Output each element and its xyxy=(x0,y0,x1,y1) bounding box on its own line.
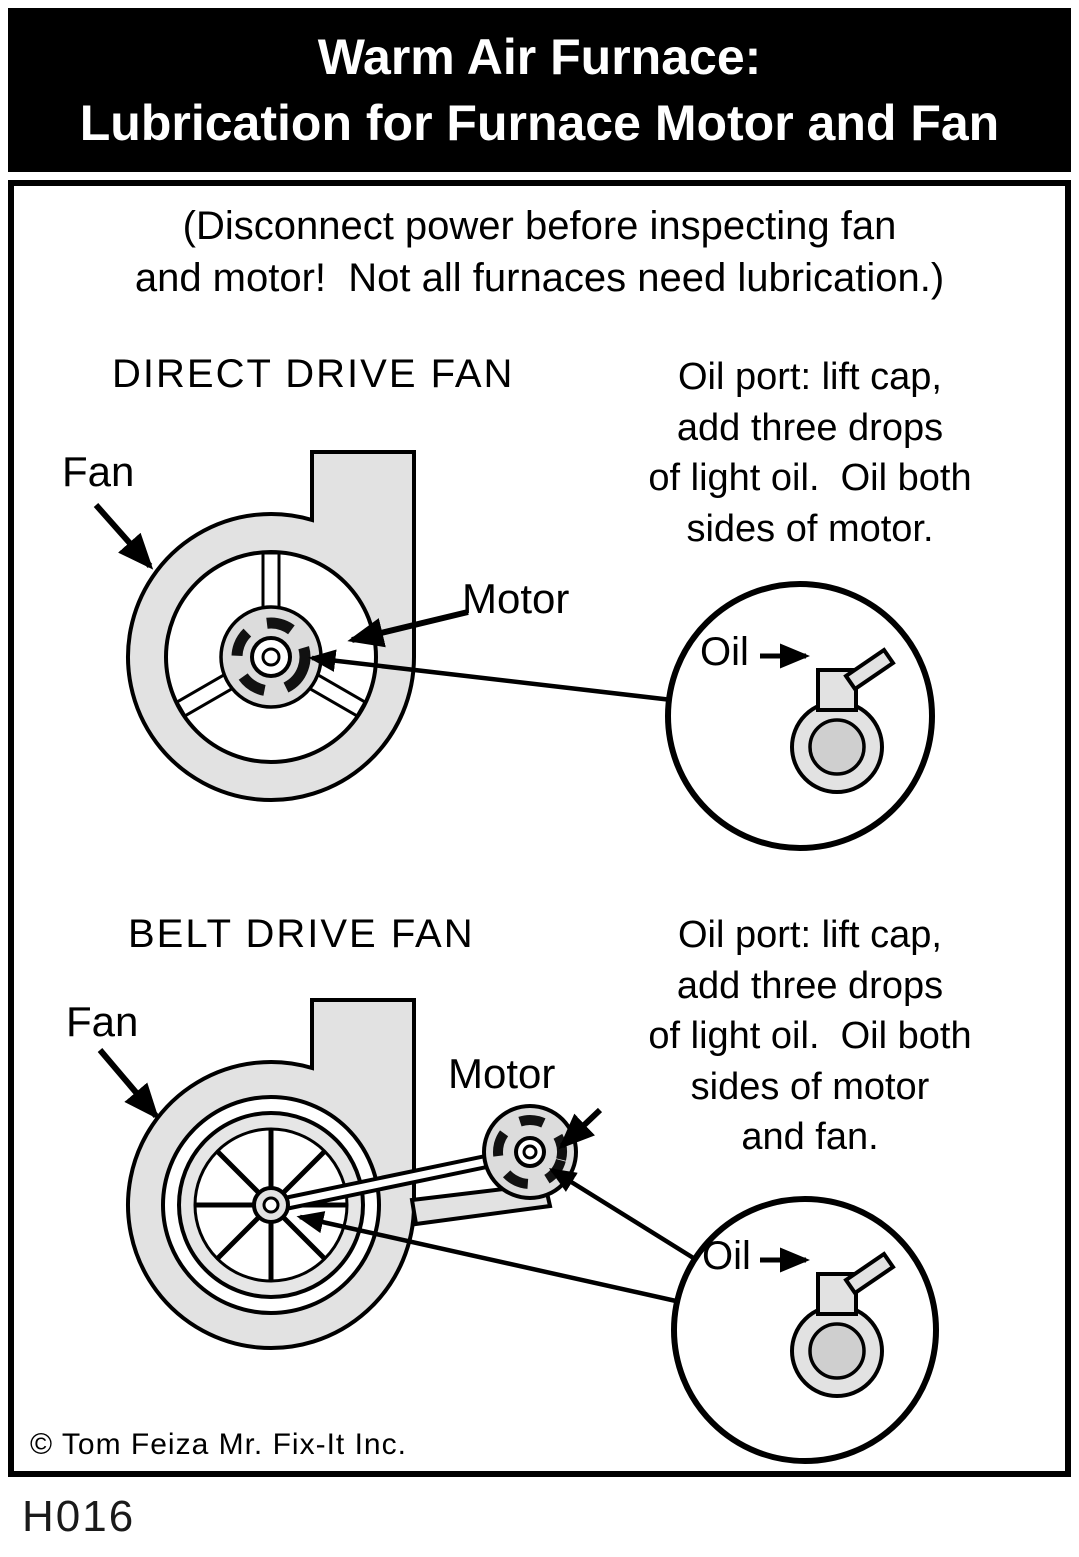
intro-line2: and motor! Not all furnaces need lubrica… xyxy=(134,256,945,300)
page-title-line1: Warm Air Furnace: xyxy=(317,29,762,85)
belt-drive-note: Oil port: lift cap, add three drops of l… xyxy=(648,914,972,1159)
motor-label: Motor xyxy=(448,1050,556,1097)
belt-drive-heading: BELT DRIVE FAN xyxy=(128,912,475,956)
copyright: © Tom Feiza Mr. Fix-It Inc. xyxy=(30,1428,407,1461)
motor-label: Motor xyxy=(462,575,570,622)
oil-label: Oil xyxy=(702,1234,751,1278)
fan-label: Fan xyxy=(62,448,135,495)
title-bar: Warm Air Furnace: Lubrication for Furnac… xyxy=(8,8,1071,172)
content-frame xyxy=(8,180,1071,1477)
intro-note: (Disconnect power before inspecting fan … xyxy=(8,200,1071,304)
intro-line1: (Disconnect power before inspecting fan xyxy=(182,204,897,248)
fan-label: Fan xyxy=(66,998,139,1045)
direct-drive-note: Oil port: lift cap, add three drops of l… xyxy=(648,356,972,550)
page-title-line2: Lubrication for Furnace Motor and Fan xyxy=(79,95,1000,151)
sheet-code: H016 xyxy=(22,1492,136,1541)
oil-label: Oil xyxy=(700,630,749,674)
direct-drive-heading: DIRECT DRIVE FAN xyxy=(112,352,515,396)
